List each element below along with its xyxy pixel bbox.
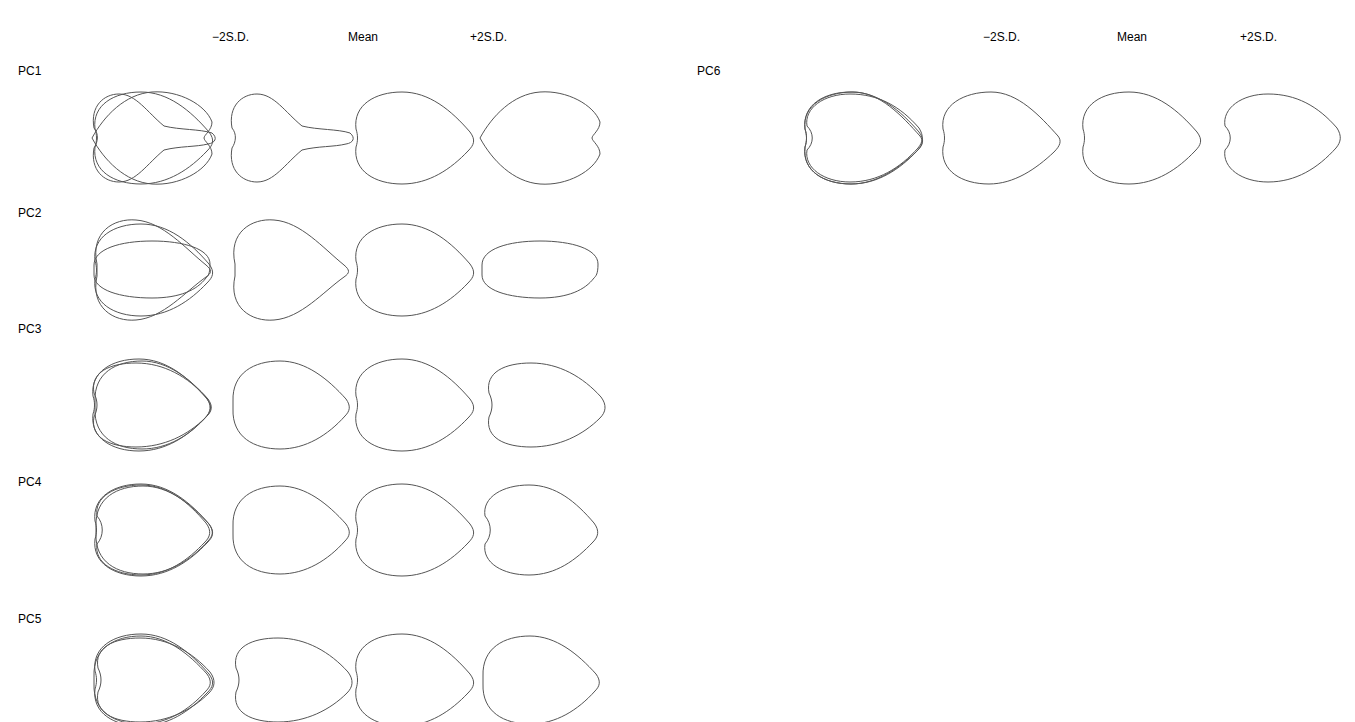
column-header: −2S.D. xyxy=(983,30,1020,44)
column-header: +2S.D. xyxy=(1240,30,1277,44)
pc-label: PC3 xyxy=(18,322,41,336)
column-header: +2S.D. xyxy=(470,30,507,44)
column-header: Mean xyxy=(1117,30,1147,44)
pc-label: PC2 xyxy=(18,206,41,220)
pc-label: PC4 xyxy=(18,475,41,489)
pc-label: PC1 xyxy=(18,64,41,78)
column-header: −2S.D. xyxy=(212,30,249,44)
pc-label: PC6 xyxy=(697,64,720,78)
column-header: Mean xyxy=(348,30,378,44)
pc-label: PC5 xyxy=(18,612,41,626)
